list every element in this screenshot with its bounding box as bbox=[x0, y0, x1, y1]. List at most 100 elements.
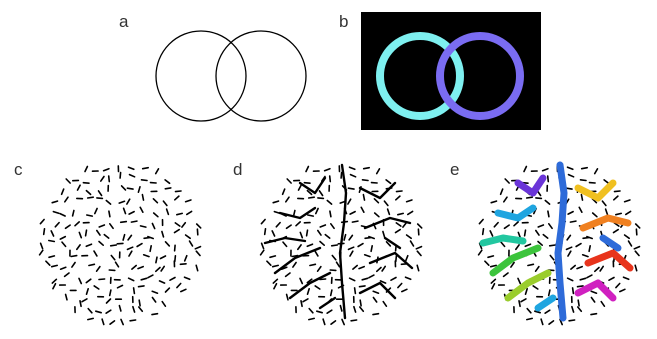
panel-c-segment bbox=[109, 223, 114, 230]
panel-c-segment bbox=[126, 198, 131, 205]
panel-e-segment bbox=[525, 196, 534, 199]
panel-c-segment bbox=[85, 278, 92, 284]
panel-c-segment bbox=[110, 254, 116, 261]
panel-d-segment bbox=[372, 296, 378, 303]
panel-e-segment bbox=[634, 223, 641, 229]
panel-d-segment bbox=[292, 261, 297, 268]
panel-e-segment bbox=[615, 282, 621, 289]
panel-c-segment bbox=[71, 209, 75, 217]
panel-e-segment bbox=[580, 166, 589, 170]
panel-c-segment bbox=[131, 264, 137, 270]
panel-d-segment bbox=[394, 255, 398, 263]
panel-e-segment bbox=[547, 210, 550, 218]
panel-c-segment bbox=[64, 196, 69, 203]
panel-e-segment bbox=[634, 264, 638, 272]
panel-d-segment bbox=[305, 229, 309, 237]
panel-e-segment bbox=[571, 305, 575, 313]
panel-c-segment bbox=[140, 277, 148, 281]
panel-d-segment bbox=[353, 305, 357, 313]
panel-e-segment bbox=[575, 242, 582, 248]
panel-d-contour-0 bbox=[338, 163, 348, 320]
panel-d-segment bbox=[322, 318, 326, 326]
panel-d-segment bbox=[348, 277, 356, 282]
panel-d-segment bbox=[299, 277, 304, 285]
panel-d-segment bbox=[271, 264, 280, 268]
panel-e-segment bbox=[613, 190, 621, 193]
panel-d-segment bbox=[324, 233, 331, 239]
panel-e-segment bbox=[614, 212, 623, 216]
panel-c-segment bbox=[127, 166, 135, 171]
panel-c-segment bbox=[176, 282, 182, 289]
panel-e-segment bbox=[526, 307, 532, 314]
panel-e-segment bbox=[576, 285, 584, 288]
panel-e-segment bbox=[600, 300, 606, 308]
panel-c-segment bbox=[76, 184, 81, 191]
panel-c-segment bbox=[98, 224, 106, 228]
panel-d-segment bbox=[306, 278, 313, 284]
panel-c-segment bbox=[139, 225, 147, 228]
panel-e-segment bbox=[590, 290, 598, 295]
panel-d-segment bbox=[373, 198, 380, 204]
panel-e-segment bbox=[566, 277, 574, 282]
panel-c-segment bbox=[152, 198, 159, 204]
panel-c-segment bbox=[50, 230, 55, 237]
panel-d-segment bbox=[385, 179, 392, 185]
panel-c-segment bbox=[48, 255, 56, 259]
panel-c-segment bbox=[179, 262, 187, 266]
panel-d-segment bbox=[339, 304, 343, 312]
panel-e-segment bbox=[489, 264, 498, 268]
panel-c-segment bbox=[118, 200, 126, 204]
panel-c-segment bbox=[94, 207, 98, 215]
panel-d-segment bbox=[375, 266, 382, 273]
panel-c-segment bbox=[85, 243, 93, 248]
panel-c-segment bbox=[165, 208, 170, 216]
panel-c-segment bbox=[132, 287, 136, 295]
panel-c-segment bbox=[176, 212, 183, 216]
panel-e-segment bbox=[591, 198, 598, 204]
panel-c-segment bbox=[159, 255, 167, 260]
panel-d-segment bbox=[285, 293, 289, 301]
panel-c-segment bbox=[155, 256, 158, 264]
panel-c-segment bbox=[50, 264, 59, 268]
panel-c-segment bbox=[45, 260, 51, 267]
panel-c-segment bbox=[107, 175, 111, 183]
panel-c-segment bbox=[174, 190, 182, 193]
panel-c-segment bbox=[169, 276, 176, 282]
panel-d-segment bbox=[329, 223, 335, 230]
panel-d-segment bbox=[306, 287, 311, 296]
panel-e-segment bbox=[517, 277, 522, 285]
panel-d-segment bbox=[329, 289, 333, 297]
panel-e-segment bbox=[608, 276, 615, 282]
panel-d-contour-4 bbox=[288, 271, 332, 300]
panel-e-segment bbox=[502, 272, 509, 278]
panel-c-segment bbox=[105, 309, 112, 315]
panel-c-segment bbox=[82, 181, 90, 184]
panel-d-segment bbox=[395, 222, 402, 227]
panel-d-segment bbox=[316, 265, 322, 273]
panel-d-segment bbox=[318, 190, 324, 197]
panel-e-segment bbox=[618, 288, 626, 293]
panel-e-segment bbox=[481, 228, 485, 236]
panel-d-segment bbox=[358, 306, 365, 313]
panel-label-d: d bbox=[233, 160, 243, 179]
panel-d-segment bbox=[281, 188, 286, 196]
panel-e-segment bbox=[533, 310, 542, 314]
panel-e-segment bbox=[477, 249, 483, 256]
panel-e-segment bbox=[612, 228, 620, 234]
panel-d-segment bbox=[415, 245, 423, 250]
panel-c-segments bbox=[38, 165, 202, 326]
panel-c-segment bbox=[181, 221, 187, 228]
panel-c-segment bbox=[93, 285, 100, 290]
panel-e-segment bbox=[537, 240, 544, 246]
panel-c-segment bbox=[154, 168, 160, 175]
panel-c-segment bbox=[96, 197, 104, 200]
panel-c-segment bbox=[161, 300, 167, 308]
panel-d-segment bbox=[395, 190, 403, 193]
panel-c-segment bbox=[64, 224, 71, 230]
panel-c-segment bbox=[119, 171, 122, 179]
panel-d-segment bbox=[390, 276, 397, 282]
panel-c-segment bbox=[160, 265, 165, 272]
panel-c-segment bbox=[149, 245, 152, 253]
panel-d-segment bbox=[404, 276, 412, 281]
panel-c-segment bbox=[74, 221, 80, 227]
